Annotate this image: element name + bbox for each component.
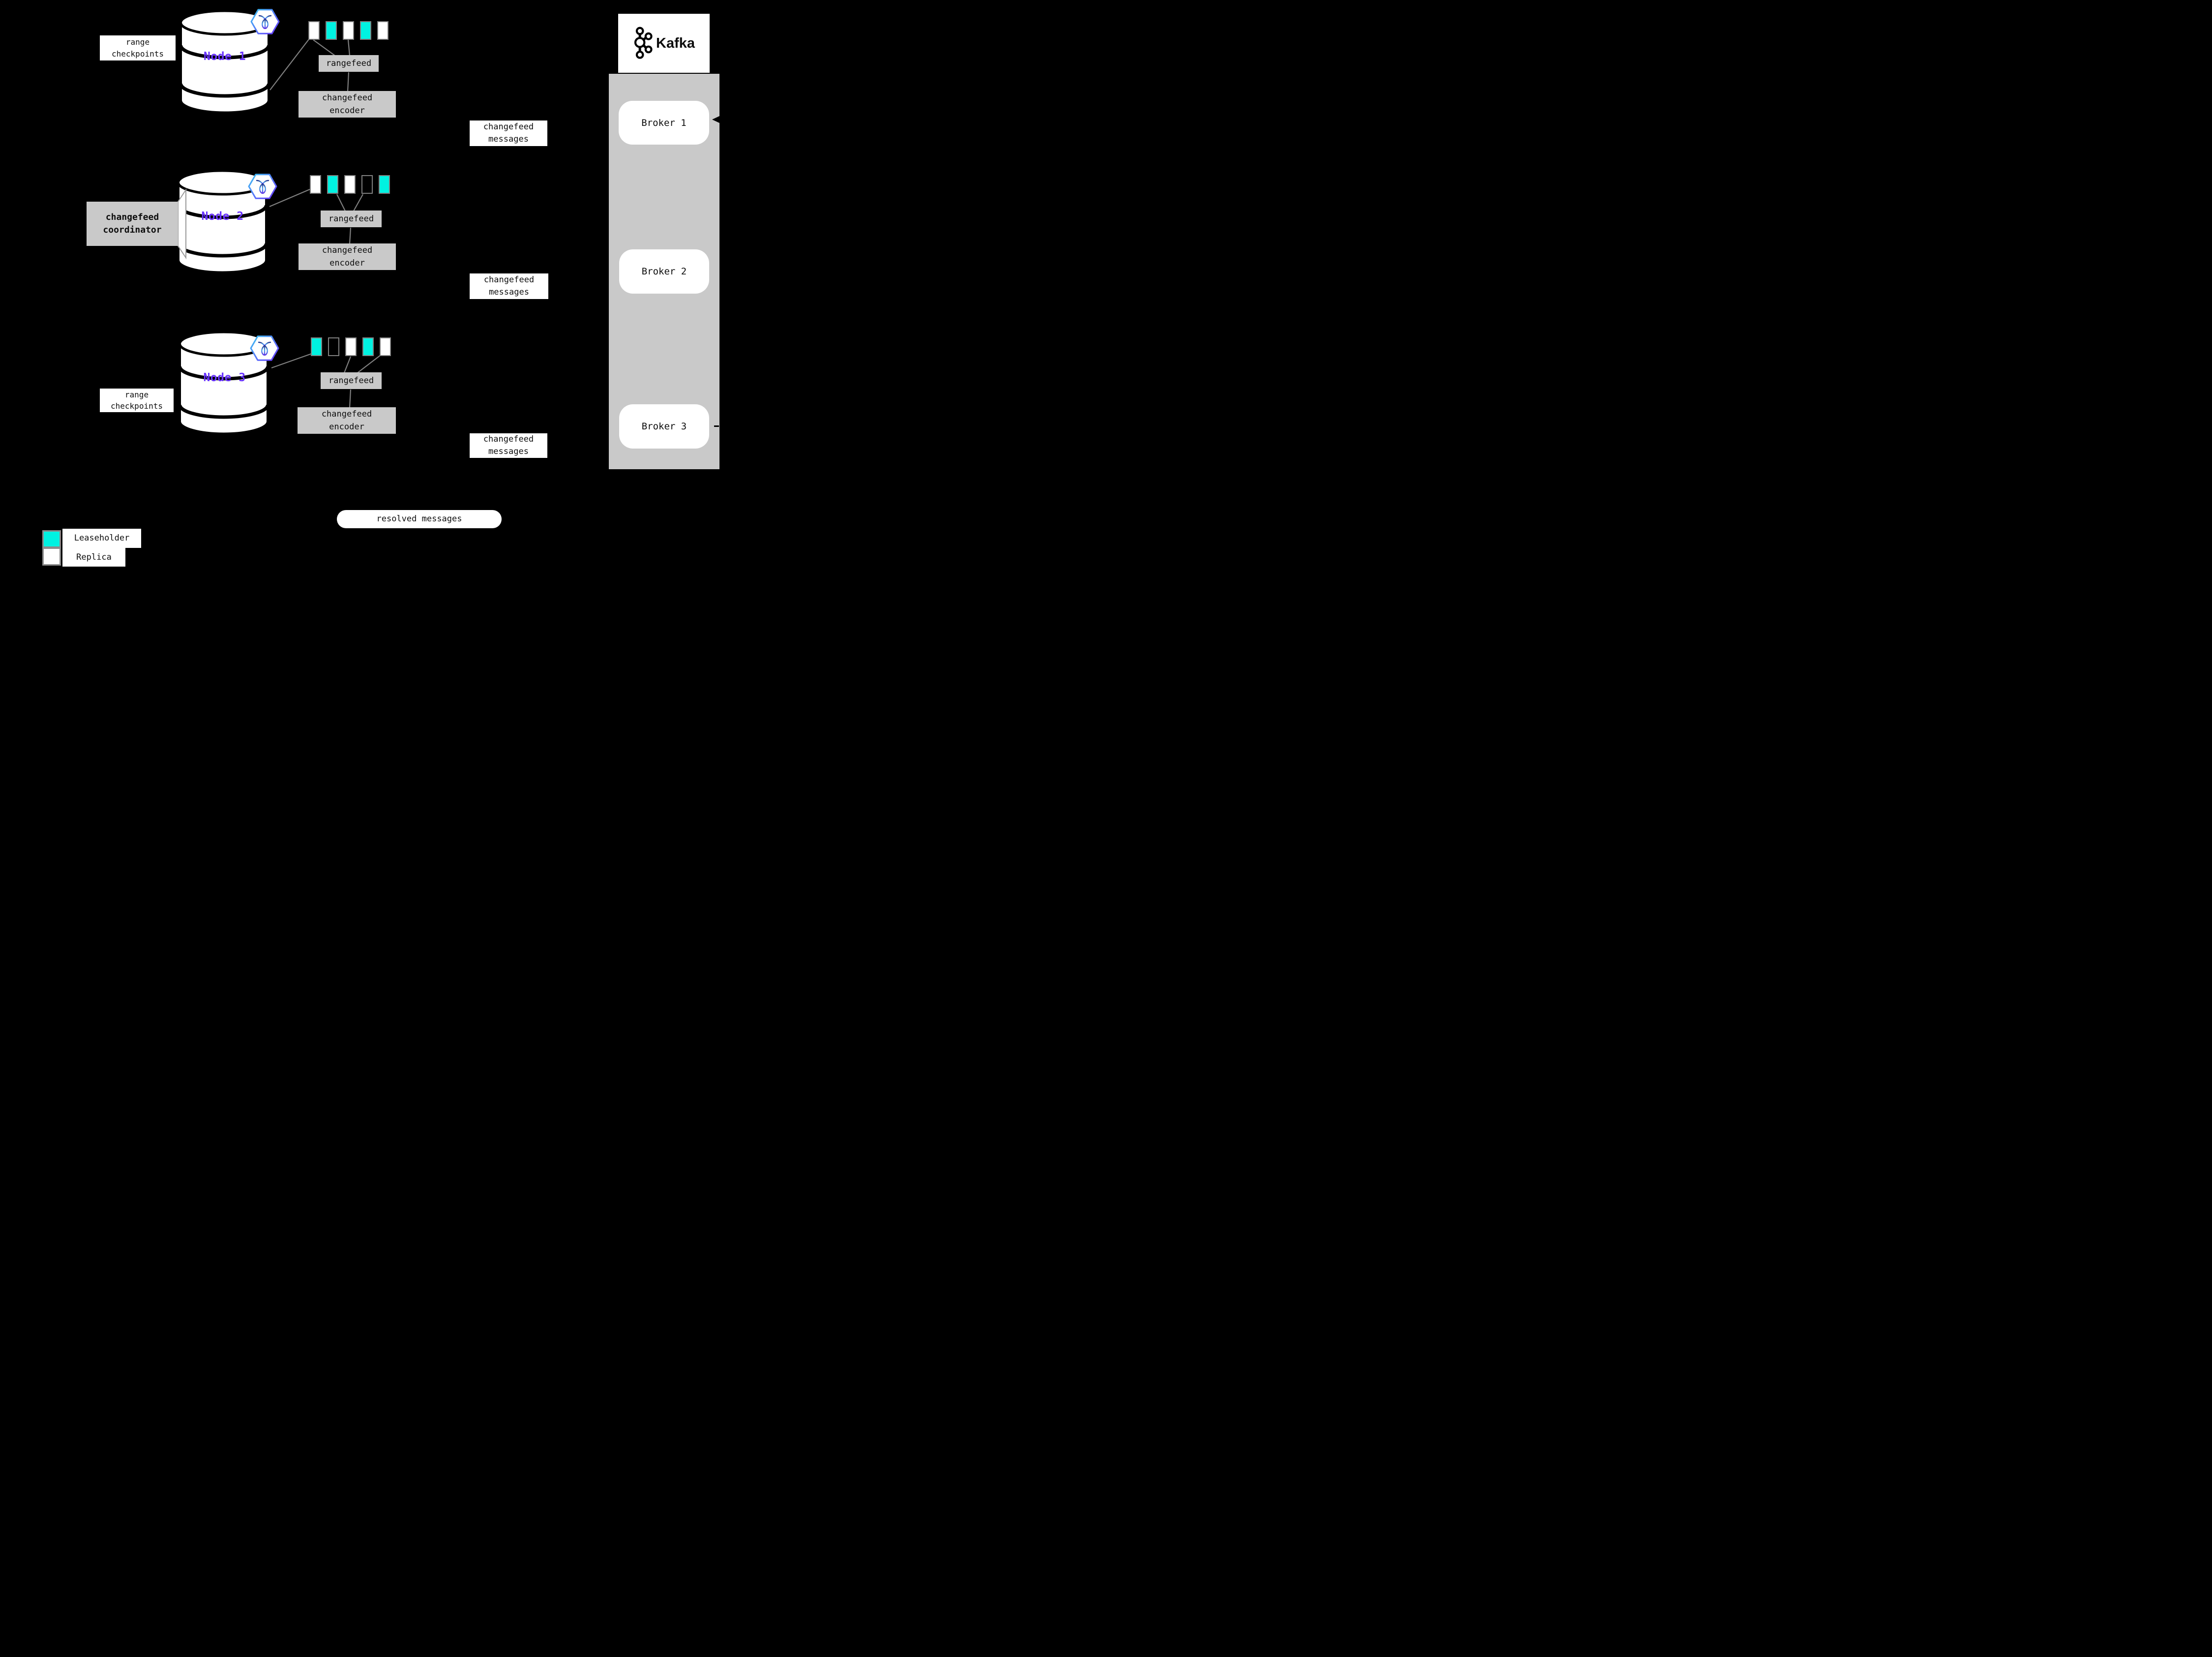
range-rect: [379, 175, 390, 194]
coordinator-flag-shape: [178, 188, 186, 260]
range-rect: [344, 175, 356, 194]
changefeed-encoder-1-box: changefeed encoder: [299, 91, 396, 118]
node-2-label: Node 2: [201, 210, 244, 223]
changefeed-messages-1-label: changefeed messages: [470, 121, 547, 146]
rangefeed-3-box: rangefeed: [321, 372, 382, 389]
cockroachdb-logo-icon: [248, 174, 277, 199]
broker-1: Broker 1: [619, 101, 709, 145]
diagram-canvas: [0, 9, 381, 577]
range-rect: [311, 337, 322, 356]
resolved-messages-pill: resolved messages: [337, 510, 502, 528]
connector-lines-node-2: [269, 188, 363, 244]
range-checkpoints-bottom-label: range checkpoints: [100, 389, 174, 412]
range-rect: [361, 175, 373, 194]
broker-2: Broker 2: [619, 249, 709, 294]
range-rect: [360, 21, 371, 40]
cockroachdb-logo-icon: [250, 335, 279, 361]
range-rect: [377, 21, 389, 40]
range-rect: [380, 337, 391, 356]
range-rect: [326, 21, 337, 40]
kafka-logo-box: Kafka: [618, 14, 710, 73]
legend-leaseholder-swatch: [42, 530, 61, 548]
arrowhead-into-broker-1: [712, 116, 719, 123]
range-rect: [362, 337, 374, 356]
arrow-remnant-broker-3: [714, 425, 719, 427]
range-rect: [345, 337, 357, 356]
kafka-wordmark: Kafka: [656, 35, 695, 51]
node-1-label: Node 1: [203, 50, 246, 63]
range-rect: [343, 21, 354, 40]
changefeed-encoder-2-box: changefeed encoder: [299, 243, 396, 270]
changefeed-messages-3-label: changefeed messages: [470, 433, 547, 458]
legend-replica-label: Replica: [62, 548, 125, 567]
rangefeed-1-box: rangefeed: [319, 55, 379, 72]
changefeed-encoder-3-box: changefeed encoder: [298, 407, 396, 434]
cockroachdb-logo-icon: [250, 9, 280, 34]
connector-lines-node-3: [271, 353, 381, 408]
range-rect: [327, 175, 338, 194]
range-rect: [328, 337, 339, 356]
broker-3: Broker 3: [619, 404, 709, 449]
changefeed-messages-2-label: changefeed messages: [470, 273, 548, 299]
rangefeed-2-box: rangefeed: [321, 211, 382, 227]
node-3-label: Node 3: [203, 371, 246, 384]
legend-replica-swatch: [42, 547, 61, 566]
range-rect: [308, 21, 320, 40]
changefeed-architecture-diagram: { "colors": { "background": "#000000", "…: [0, 0, 771, 577]
kafka-logo-icon: [634, 27, 653, 59]
range-rect: [310, 175, 321, 194]
range-checkpoints-top-label: range checkpoints: [100, 35, 176, 60]
changefeed-coordinator-label: changefeed coordinator: [87, 202, 178, 246]
legend-leaseholder-label: Leaseholder: [62, 529, 141, 548]
connector-lines-node-1: [269, 39, 351, 92]
